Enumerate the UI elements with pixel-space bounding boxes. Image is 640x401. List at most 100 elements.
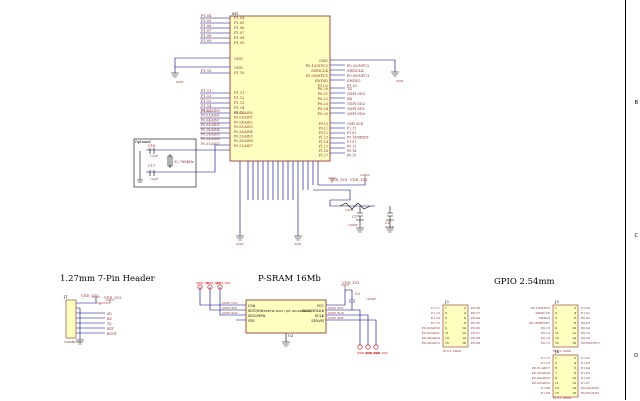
gpio-pin-num: 16 [462, 341, 466, 345]
header-part: W111-20GS [443, 349, 461, 353]
mcu-pin-label: GND [234, 57, 243, 61]
gpio-pin-num: 16 [572, 341, 576, 345]
gpio-right-net: P1.00 [581, 306, 590, 310]
psram-pin: SIO1/SO [248, 309, 262, 313]
mcu-pin-label: P0.23 [318, 102, 329, 106]
mcu-left-net: P1.07 [201, 29, 212, 33]
gpio-left-net: P0.04/AIN2 [532, 376, 550, 380]
gpio-pin-num: 3 [555, 361, 557, 365]
mcu-body [229, 15, 331, 162]
mcu-pin-label: P0.09/NFC1 [306, 74, 328, 78]
gpio-left-net: P1.11 [431, 306, 440, 310]
header-part: W111-20GS [553, 396, 571, 400]
rail-label: VDD_3V3 [329, 178, 348, 182]
gpio-pin-num: 2 [574, 306, 576, 310]
gpio-pin-num: 13 [555, 386, 559, 390]
gpio-right-net: P0.05 [471, 321, 480, 325]
gpio-left-net: P0.10/NFC2 [531, 306, 550, 310]
gpio-right-net: P1.03 [581, 361, 590, 365]
mcu-left-net: P1.12 [201, 94, 211, 98]
section-title-psram: P-SRAM 16Mb [258, 274, 321, 284]
gpio-right-net: P0.02 [581, 316, 590, 320]
gpio-pin-num: 12 [572, 331, 576, 335]
gpio-pin-num: 15 [555, 341, 559, 345]
mcu-pin-label: P1.13 [319, 136, 328, 140]
gpio-right-net: P0.05/AIN3 [581, 391, 599, 395]
gpio-pin-num: 15 [445, 341, 449, 345]
header-ref: J2 [444, 300, 449, 304]
gpio-left-net: P1.10 [541, 361, 550, 365]
mcu-pin-label: P1.05 [234, 21, 245, 25]
mcu-pin-label: P0.20 [318, 87, 329, 91]
mcu-left-net: P1.04 [201, 14, 212, 18]
gpio-pin-num: 1 [555, 356, 557, 360]
mcu-pin-label: P0.11 [319, 127, 328, 131]
qspi-flag: QSPI_SD2 [216, 281, 231, 285]
mcu-pin-label: P1.14 [234, 106, 245, 110]
mcu-pin-label: GND [234, 66, 243, 70]
psram-net: QSPI_SD1 [222, 306, 238, 310]
gpio-right-net: P0.27 [471, 311, 480, 315]
mcu-pin-label: P0.12 [319, 131, 328, 135]
crystal-value: 32.768kHz [174, 160, 194, 164]
gpio-left-net: P0.28/AIN4 [422, 336, 440, 340]
header-ref: J3 [554, 300, 559, 304]
mcu-pin-label: P0.21 [318, 92, 328, 96]
qspi-flag: QSPI_CS [196, 281, 209, 285]
gpio-pin-num: 5 [445, 316, 447, 320]
mcu-pin-label: P0.05/AIN3 [234, 125, 253, 129]
cap-value: 100nF [348, 223, 358, 227]
gpio-pin-num: 7 [445, 321, 447, 325]
gpio-pin-num: 11 [555, 381, 559, 385]
gpio-left-net: P0.03/AIN1 [422, 331, 440, 335]
mcu-right-net: P0.09/NFC1 [347, 74, 369, 78]
qspi-flag: QSPI_SCK [357, 351, 373, 355]
inductor-value: 10uH [345, 208, 354, 212]
rail-label: VDD_1V1 [349, 178, 367, 182]
qspi-flag: QSPI_SD0 [365, 351, 380, 355]
gpio-pin-num: 4 [574, 361, 576, 365]
header-pin-net: TX [107, 322, 112, 326]
gpio-pin-num: 13 [445, 336, 449, 340]
header-part: 2244Bx7 H [64, 340, 81, 344]
gpio-pin-num: 16 [572, 391, 576, 395]
mcu-pin-label: P1.07 [234, 31, 245, 35]
gpio-pin-num: 6 [574, 366, 576, 370]
mcu-right-net: QSPI SD1 [347, 107, 365, 111]
mcu-pin-label: SWDIO [315, 79, 328, 83]
psram-ref: U2 [288, 334, 293, 338]
gpio-right-net: P0.04 [471, 316, 480, 320]
zone-marker-b: B [634, 100, 638, 106]
gpio-right-net: P1.06 [581, 376, 590, 380]
mcu-pin-label: P1.02 [318, 84, 328, 88]
gpio-pin-num: 8 [574, 371, 576, 375]
gpio-right-net: P0.06 [471, 326, 480, 330]
mcu-pin-label: P1.12 [234, 96, 244, 100]
mcu-left-net: P0.28/AIN4 [201, 128, 220, 132]
mcu-left-net: P0.03/AIN1 [201, 114, 220, 118]
mcu-pin-label: P0.30/AIN6 [234, 139, 253, 143]
mcu-pin-label: P1.10 [234, 71, 245, 75]
gpio-pin-num: 5 [555, 366, 557, 370]
mcu-right-net: SWDIO [347, 79, 360, 83]
optional-label: Optional [135, 140, 151, 144]
mcu-left-net: P0.30/AIN6 [201, 137, 220, 141]
gpio-left-net: SWDIO [538, 316, 550, 320]
gpio-left-net: P1.12 [431, 311, 440, 315]
gnd-label: GND [294, 242, 302, 246]
zone-marker-c: C [634, 233, 639, 239]
mcu-right-net: P0.15 [347, 154, 356, 158]
header-pin-net: SD [107, 312, 112, 316]
mcu-left-net: P1.06 [201, 24, 212, 28]
mcu-pin-label: P0.25 [318, 112, 329, 116]
mcu-pin-label: P1.06 [234, 26, 245, 30]
mcu-pin-label: P0.22 [318, 97, 328, 101]
mcu-pin-label: P1.04 [234, 16, 245, 20]
mcu-pin-label: P0.24 [318, 107, 329, 111]
mcu-left-net: P1.09 [201, 39, 212, 43]
gpio-left-net: P0.05/AIN3 [532, 381, 550, 385]
cap-value: 100nF [366, 297, 376, 301]
mcu-pin-label: GND [319, 59, 328, 63]
qspi-flag: QSPI_SD1 [206, 281, 221, 285]
